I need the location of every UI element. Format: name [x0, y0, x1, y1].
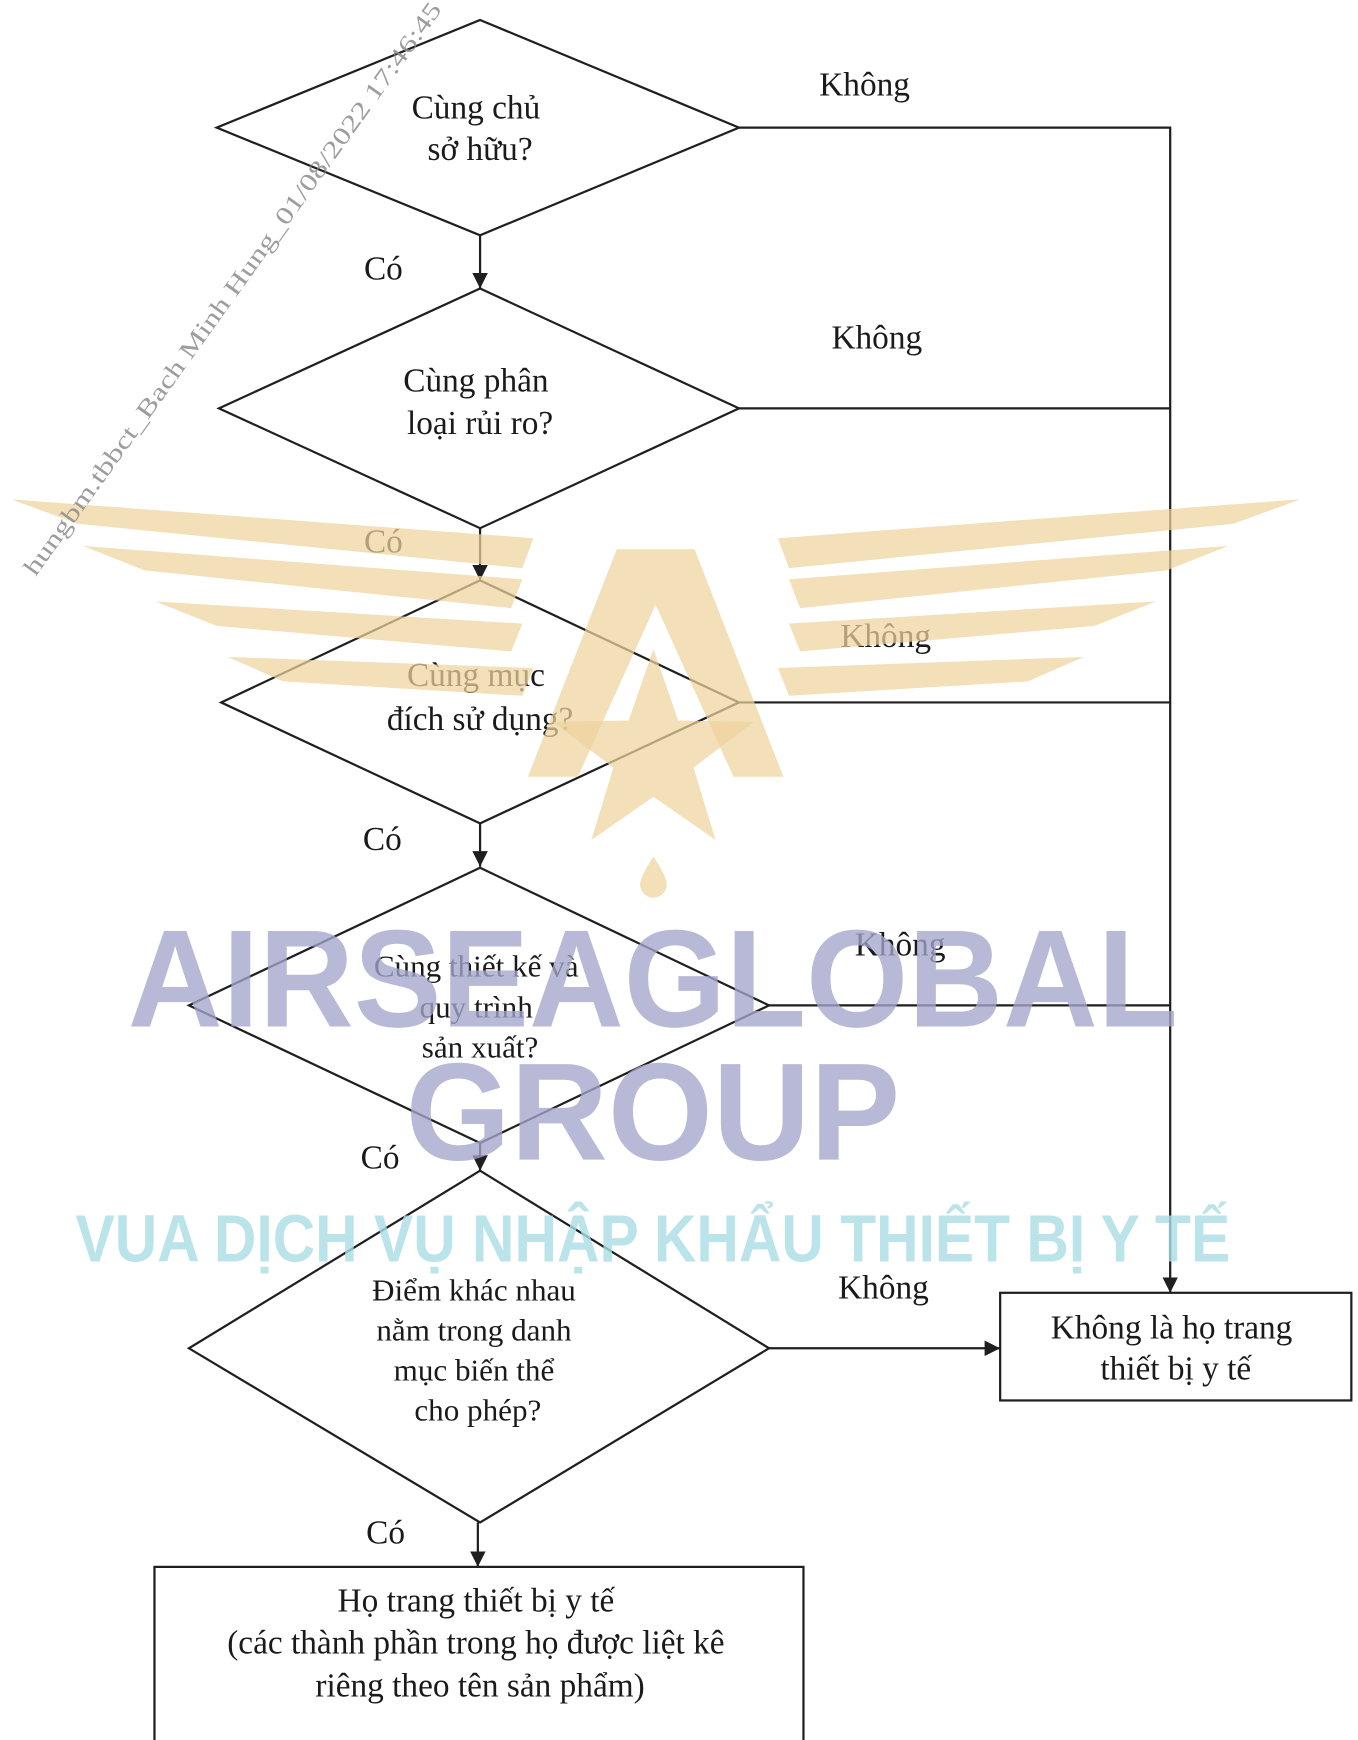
flowchart-shapes — [153, 18, 1353, 1740]
decision-2-line-1: Cùng phân — [403, 363, 549, 400]
decision-4-line-3: sản xuất? — [422, 1030, 539, 1065]
logo-drop — [640, 856, 667, 898]
outcome-not-family-line-2: thiết bị y tế — [1100, 1350, 1252, 1387]
logo-a-shape — [527, 549, 784, 777]
outcome-not-family-text: Không là họ trang thiết bị y tế — [1051, 1309, 1301, 1387]
outcome-not-family-box — [999, 1291, 1353, 1402]
decision-5-line-1: Điểm khác nhau — [372, 1273, 576, 1308]
right-wing-feather-2 — [789, 545, 1228, 609]
decision-5-line-4: cho phép? — [414, 1392, 541, 1427]
watermark-tagline: VUA DỊCH VỤ NHẬP KHẨU THIẾT BỊ Y TẾ — [76, 1202, 1231, 1277]
right-wing-feather-4 — [777, 656, 1084, 696]
decision-4-text: Cùng thiết kế và quy trình sản xuất? — [374, 949, 586, 1065]
left-wing-feather-1 — [11, 499, 534, 569]
right-wing-feather-3 — [789, 601, 1156, 652]
watermark-user-stamp: hungbm.tbbct_Bach Minh Hung_01/08/2022 1… — [18, 0, 447, 581]
decision-allowed-variants — [186, 1169, 772, 1524]
decision-1-line-2: sở hữu? — [428, 131, 533, 168]
outcome-family-line-2: (các thành phần trong họ được liệt kê — [227, 1624, 724, 1661]
no-label-4: Không — [855, 926, 946, 963]
yes-label-1: Có — [364, 251, 403, 288]
outcome-family-line-3: riêng theo tên sản phẩm) — [315, 1668, 644, 1705]
decision-2-text: Cùng phân loại rủi ro? — [403, 363, 557, 442]
decision-4-line-1: Cùng thiết kế và — [374, 949, 579, 984]
left-wing-feather-3 — [155, 601, 523, 652]
decision-2-line-2: loại rủi ro? — [407, 405, 553, 442]
decision-4-line-2: quy trình — [420, 990, 534, 1025]
no-label-1: Không — [819, 66, 910, 103]
decision-1-text: Cùng chủ sở hữu? — [412, 90, 549, 168]
outcome-family-text: Họ trang thiết bị y tế (các thành phần t… — [227, 1582, 733, 1704]
eagle-wings-star-icon — [11, 499, 1301, 898]
yes-label-4: Có — [361, 1140, 400, 1177]
no-label-2: Không — [831, 319, 922, 356]
decision-3-line-2: đích sử dụng? — [387, 701, 573, 738]
left-wing-feather-2 — [83, 545, 523, 609]
watermark-brand: AIRSEAGLOBAL — [128, 902, 1178, 1057]
decision-5-line-3: mục biến thể — [394, 1352, 555, 1387]
yes-label-5: Có — [366, 1515, 405, 1552]
right-wing-feather-1 — [777, 499, 1301, 569]
decision-5-line-2: nằm trong danh — [376, 1313, 572, 1348]
left-wing-feather-4 — [227, 656, 534, 696]
outcome-not-family-line-1: Không là họ trang — [1051, 1309, 1293, 1346]
logo-star — [553, 649, 754, 840]
no-connector-main — [739, 126, 1178, 1293]
decision-5-text: Điểm khác nhau nằm trong danh mục biến t… — [372, 1273, 584, 1428]
no-label-5: Không — [838, 1269, 929, 1306]
outcome-family-line-1: Họ trang thiết bị y tế — [338, 1582, 616, 1619]
decision-1-line-1: Cùng chủ — [412, 90, 541, 127]
yes-label-3: Có — [363, 821, 402, 858]
watermark-brand-line2: GROUP — [406, 1035, 901, 1190]
